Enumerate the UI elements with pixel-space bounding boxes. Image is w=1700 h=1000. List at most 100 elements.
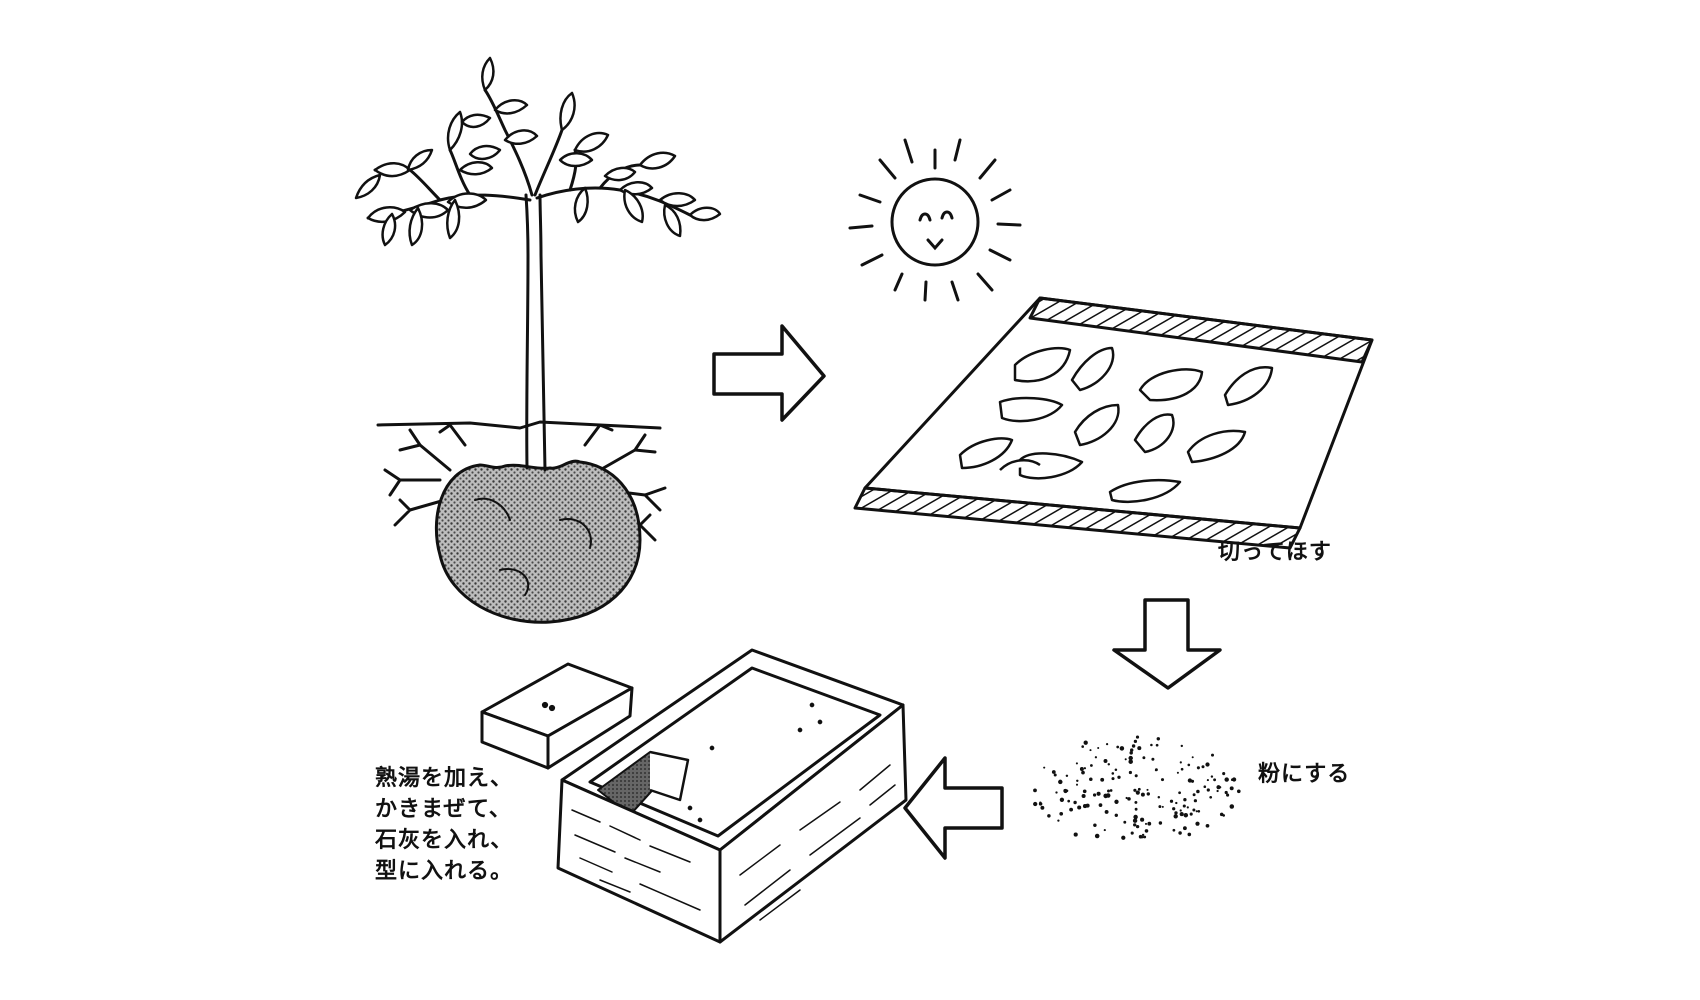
powder-dot	[1187, 763, 1191, 767]
powder-dot	[1130, 831, 1134, 835]
powder-dot	[1059, 797, 1065, 802]
powder-dot	[1151, 757, 1155, 761]
powder-dot	[1109, 789, 1113, 792]
powder-dot	[1138, 834, 1143, 839]
powder-dot	[1206, 788, 1210, 792]
powder-dot	[1161, 805, 1164, 808]
powder-dot	[1111, 777, 1115, 781]
powder-dot	[1114, 813, 1118, 817]
arrow-right-icon	[712, 324, 826, 422]
powder-dot	[1193, 799, 1198, 803]
arrow-left-icon	[903, 756, 1004, 860]
powder-dot	[1067, 799, 1071, 803]
powder-dot	[1141, 833, 1145, 837]
powder-dot	[1090, 764, 1093, 767]
powder-dot	[1206, 779, 1209, 782]
powder-dot	[1103, 829, 1106, 832]
powder-dot	[1146, 792, 1151, 796]
powder-dot	[1179, 812, 1184, 817]
powder-dot	[1180, 744, 1183, 748]
powder-dot	[1144, 822, 1148, 825]
step-dry-label: 切ってほす	[1218, 540, 1332, 565]
powder-dot	[1033, 788, 1037, 793]
powder-dot	[1146, 788, 1149, 791]
powder-icon	[1033, 735, 1241, 840]
powder-dot	[1135, 790, 1140, 795]
powder-dot	[1128, 755, 1133, 761]
powder-dot	[1231, 778, 1234, 781]
powder-dot	[1082, 789, 1087, 794]
powder-dot	[1104, 809, 1109, 814]
powder-dot	[1114, 768, 1118, 772]
powder-dot	[1211, 753, 1214, 757]
powder-dot	[1229, 786, 1234, 791]
konjac-plant-icon	[366, 88, 692, 624]
powder-dot	[1196, 766, 1200, 770]
powder-dot	[1174, 811, 1178, 815]
mold-tray-icon	[556, 648, 908, 944]
powder-dot	[1201, 765, 1205, 769]
powder-dot	[1180, 767, 1184, 771]
powder-dot	[1077, 805, 1082, 810]
powder-dot	[1143, 835, 1147, 839]
powder-dot	[1137, 746, 1142, 751]
mold-line-1: 熟湯を加え、	[375, 766, 514, 791]
sun-icon	[848, 138, 1022, 302]
powder-dot	[1094, 833, 1100, 839]
powder-dot	[1033, 801, 1038, 807]
powder-dot	[1216, 789, 1219, 793]
powder-dot	[1081, 793, 1086, 799]
powder-dot	[1140, 792, 1145, 797]
powder-dot	[1192, 793, 1196, 797]
powder-dot	[1047, 814, 1051, 818]
powder-dot	[1191, 756, 1194, 759]
powder-dot	[1144, 829, 1149, 833]
powder-dot	[1154, 768, 1158, 772]
powder-dot	[1105, 742, 1109, 746]
powder-dot	[1147, 821, 1152, 826]
powder-dot	[1155, 743, 1159, 747]
powder-dot	[1175, 801, 1178, 805]
powder-dot	[1081, 745, 1084, 748]
powder-dot	[1236, 789, 1241, 794]
powder-dot	[1158, 805, 1162, 809]
powder-dot	[1083, 767, 1087, 770]
powder-dot	[1224, 777, 1229, 782]
powder-dot	[1210, 775, 1214, 778]
powder-dot	[1119, 746, 1125, 751]
powder-dot	[1059, 811, 1064, 816]
powder-dot	[1082, 804, 1088, 809]
powder-dot	[1205, 762, 1210, 767]
powder-dot	[1134, 774, 1138, 778]
mold-texture	[571, 702, 896, 921]
powder-dot	[1075, 762, 1078, 765]
powder-dot	[1178, 791, 1181, 795]
powder-dot	[1197, 809, 1201, 813]
powder-dot	[1192, 808, 1196, 812]
konjac-block-icon	[480, 662, 634, 770]
powder-dot	[1065, 774, 1069, 778]
powder-dot	[1205, 823, 1210, 828]
powder-dot	[1135, 735, 1140, 739]
plant-leaves	[354, 56, 722, 247]
powder-dot	[1043, 766, 1046, 769]
powder-dot	[1039, 801, 1042, 804]
powder-dot	[1079, 767, 1084, 771]
powder-dot	[1131, 744, 1136, 748]
powder-dot	[1172, 807, 1176, 811]
powder-dot	[1182, 804, 1186, 808]
step-mold-instructions: 熟湯を加え、 かきまぜて、 石灰を入れ、 型に入れる。	[375, 763, 513, 887]
powder-dot	[1053, 773, 1057, 777]
powder-dot	[1073, 832, 1078, 837]
powder-dot	[1092, 793, 1097, 797]
powder-dot	[1100, 777, 1105, 782]
powder-dot	[1117, 775, 1121, 779]
powder-dot	[1186, 806, 1189, 809]
powder-dot	[1130, 748, 1134, 752]
powder-dot	[1133, 788, 1137, 792]
powder-dot	[1203, 785, 1207, 788]
powder-dot	[1103, 759, 1108, 763]
powder-dot	[1063, 788, 1067, 793]
powder-dot	[1128, 770, 1132, 775]
powder-dot	[1183, 812, 1189, 818]
